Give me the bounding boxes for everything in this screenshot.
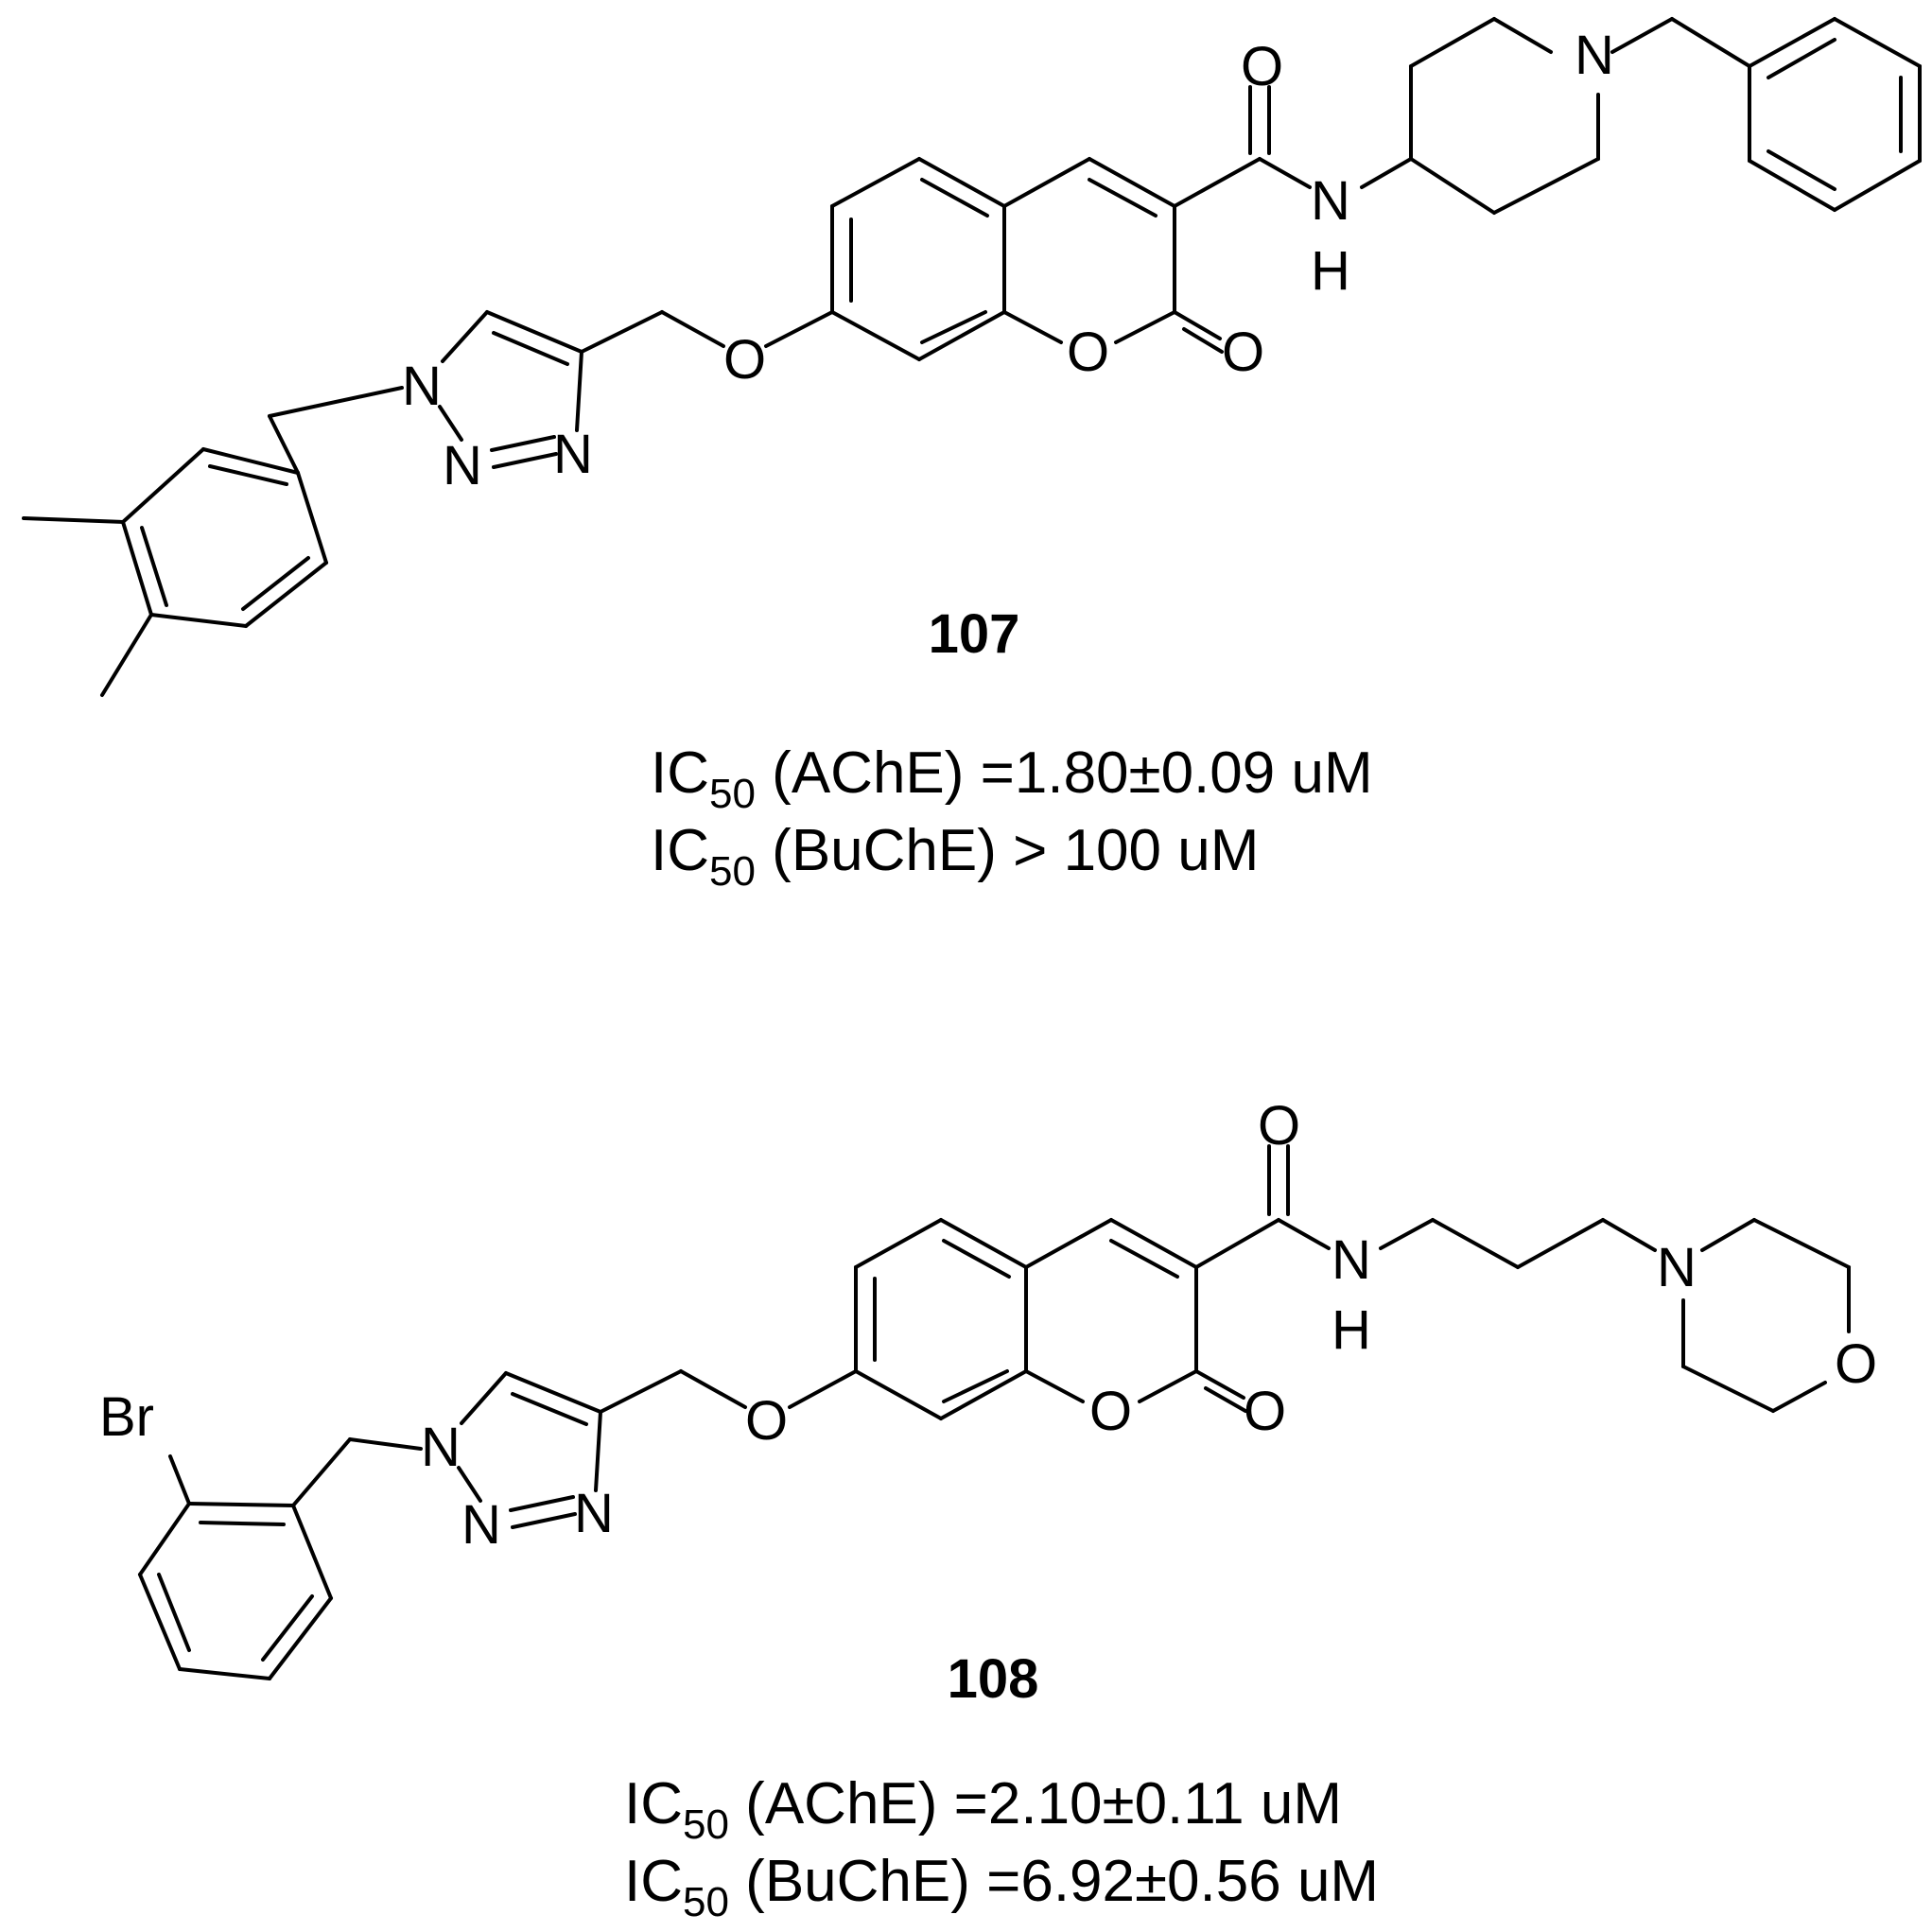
compound-108-atom-labels: O N H N O O O O N N N Br [99, 1095, 1877, 1556]
compound-108-bonds [138, 1144, 1851, 1680]
atom-label: N [574, 1483, 614, 1544]
atom-label: O [1258, 1095, 1300, 1157]
ic50-line-buche: IC50 (BuChE) > 100 uM [651, 818, 1259, 895]
atom-label: O [1835, 1333, 1877, 1395]
atom-label: N [461, 1494, 501, 1556]
compound-107-structure: N O N H O O O N N N 107 IC50 (AChE) =1.8… [22, 17, 1922, 895]
compound-107-bonds [22, 17, 1922, 697]
atom-label: O [1244, 1381, 1286, 1442]
atom-label: O [1241, 36, 1283, 97]
atom-label: N [1332, 1229, 1371, 1291]
atom-label: O [745, 1390, 788, 1452]
compound-id: 107 [929, 603, 1020, 665]
atom-label: N [1311, 170, 1350, 232]
compound-107-ic50: IC50 (AChE) =1.80±0.09 uM IC50 (BuChE) >… [651, 740, 1373, 895]
atom-label: H [1311, 240, 1350, 302]
atom-label: O [1067, 322, 1109, 383]
ic50-line-ache: IC50 (AChE) =1.80±0.09 uM [651, 740, 1373, 817]
ic50-line-ache: IC50 (AChE) =2.10±0.11 uM [624, 1771, 1342, 1848]
compound-107-atom-labels: N O N H O O O N N N [402, 25, 1614, 496]
compound-108-ic50: IC50 (AChE) =2.10±0.11 uM IC50 (BuChE) =… [624, 1771, 1379, 1925]
atom-label: N [443, 435, 482, 496]
ic50-line-buche: IC50 (BuChE) =6.92±0.56 uM [624, 1849, 1379, 1925]
atom-label: H [1332, 1299, 1371, 1361]
compound-108-structure: O N H N O O O O N N N Br 108 IC50 (AChE)… [99, 1095, 1877, 1925]
atom-label: O [1089, 1381, 1132, 1442]
atom-label: O [1222, 322, 1264, 383]
compound-id: 108 [948, 1648, 1039, 1710]
atom-label: N [421, 1417, 461, 1478]
atom-label: N [553, 424, 593, 485]
atom-label: N [1575, 25, 1614, 86]
atom-label: N [1657, 1237, 1697, 1298]
atom-label: Br [99, 1386, 154, 1448]
atom-label: O [723, 329, 766, 391]
atom-label: N [402, 356, 442, 417]
